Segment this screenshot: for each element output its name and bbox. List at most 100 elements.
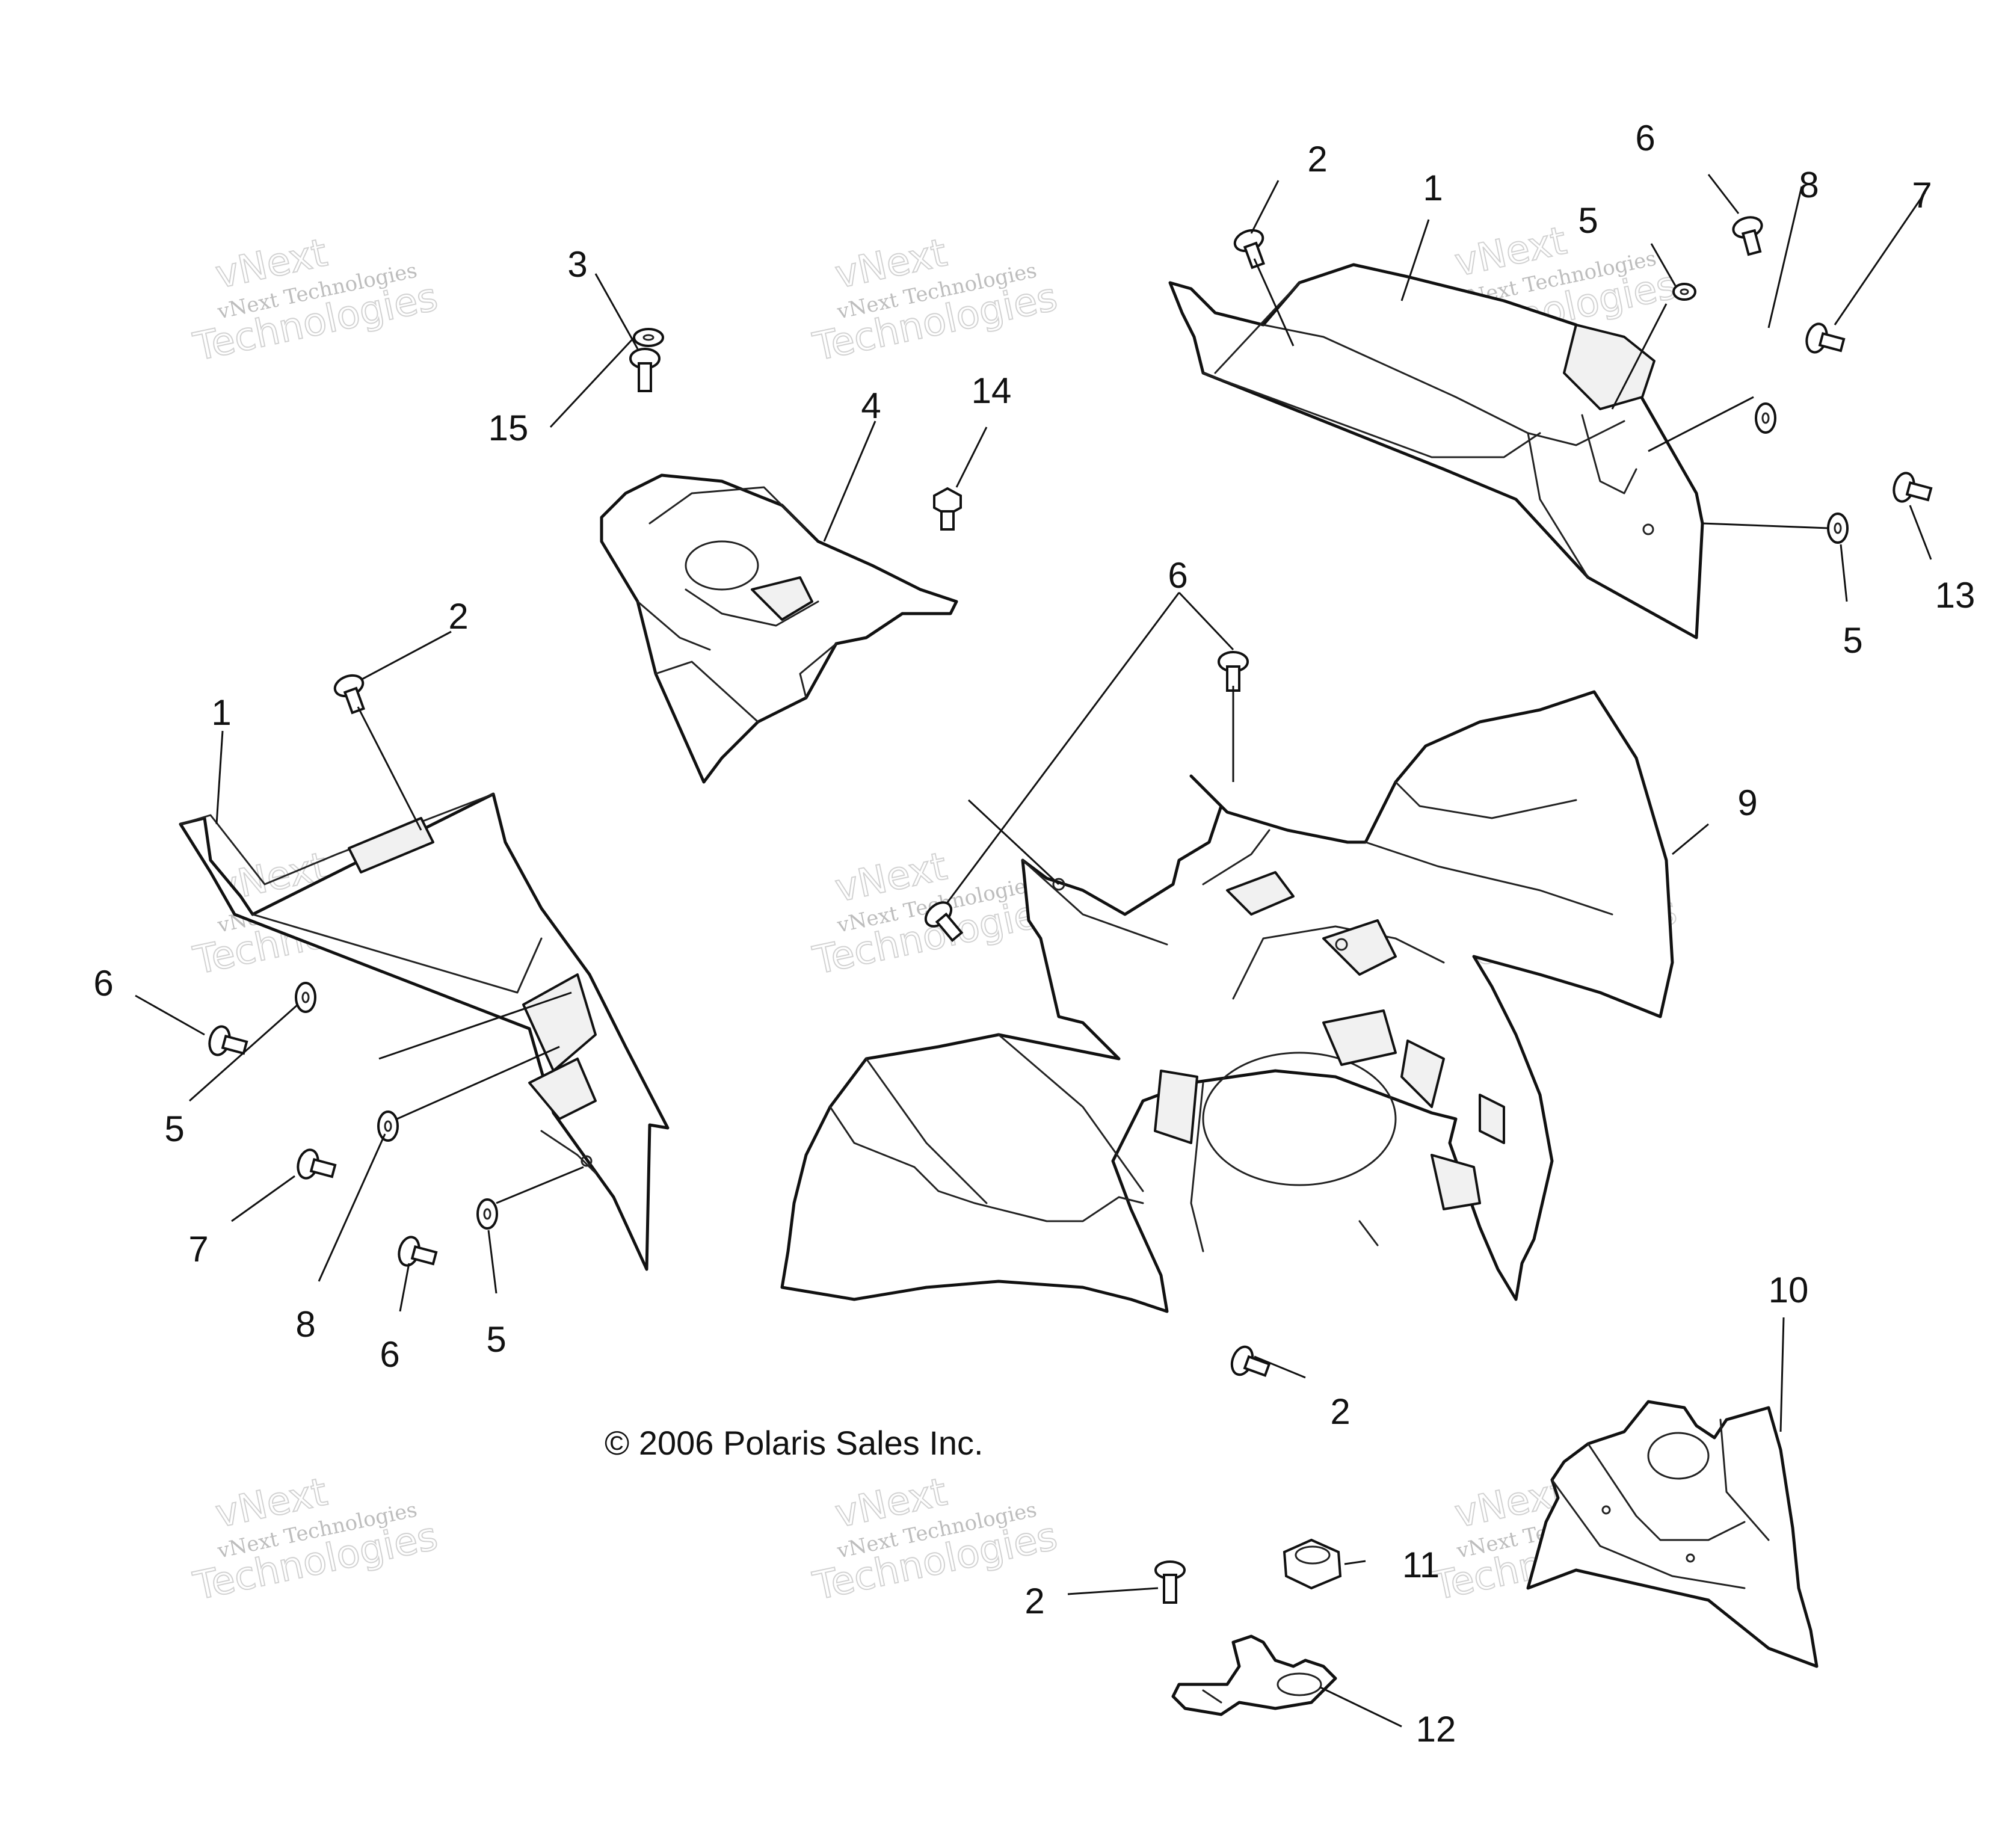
- part-4-headlight-pod: [600, 473, 958, 784]
- washer-icon: [633, 328, 664, 347]
- callout-number: 5: [1843, 620, 1862, 661]
- bolt-icon: [1230, 1345, 1271, 1378]
- washer-icon: [1755, 402, 1776, 434]
- callout-number: 14: [972, 371, 1012, 411]
- leader-line: [1254, 1355, 1306, 1379]
- washer-icon: [377, 1110, 399, 1142]
- callout-number: 13: [1935, 575, 1976, 615]
- washer-icon: [476, 1198, 498, 1230]
- leader-line: [1707, 174, 1740, 214]
- callout-number: 12: [1416, 1709, 1456, 1749]
- leader-line: [549, 336, 636, 428]
- leader-line: [1767, 186, 1803, 328]
- callout-number: 15: [488, 408, 529, 448]
- callout-number: 5: [486, 1319, 506, 1360]
- washer-icon: [1672, 283, 1696, 301]
- leader-line: [955, 427, 988, 488]
- callout-number: 5: [164, 1109, 184, 1149]
- callout-number: 5: [1578, 200, 1598, 241]
- leader-line: [1611, 303, 1668, 410]
- leader-line: [487, 1230, 497, 1294]
- part-1-left-side-panel: [179, 792, 670, 1271]
- bolt-icon: [333, 674, 366, 715]
- leader-line: [1178, 591, 1234, 651]
- bolt-icon: [297, 1148, 337, 1180]
- leader-line: [1650, 243, 1677, 286]
- callout-number: 6: [93, 963, 113, 1003]
- bolt-icon: [1805, 322, 1846, 354]
- leader-line: [215, 730, 224, 825]
- bolt-icon: [1154, 1560, 1186, 1604]
- bolt-icon: [1732, 216, 1763, 256]
- copyright-notice: © 2006 Polaris Sales Inc.: [605, 1424, 984, 1462]
- callout-number: 2: [1024, 1581, 1044, 1621]
- leader-line: [1779, 1317, 1785, 1432]
- part-9-front-cab: [780, 690, 1674, 1313]
- leader-line: [1250, 180, 1280, 234]
- leader-line: [1909, 505, 1932, 560]
- leader-line: [594, 273, 639, 350]
- callout-number: 9: [1737, 783, 1757, 823]
- leader-lines: [135, 174, 1932, 1728]
- leader-line: [396, 1046, 560, 1120]
- callout-number: 1: [211, 692, 231, 733]
- callout-number: 2: [1330, 1391, 1350, 1432]
- watermark: vNext vNext Technologies Technologies: [808, 1469, 1062, 1610]
- bolt-icon: [933, 487, 962, 531]
- watermark: vNext vNext Technologies Technologies: [808, 843, 1062, 984]
- part-1-right-side-panel: [1168, 263, 1704, 639]
- bolt-icon: [629, 348, 661, 392]
- leader-line: [1702, 522, 1829, 529]
- callout-number: 6: [1635, 118, 1655, 158]
- bolt-icon: [1233, 229, 1266, 270]
- callout-number: 8: [295, 1304, 315, 1344]
- watermark: vNext vNext Technologies Technologies: [808, 230, 1062, 371]
- leader-line: [1400, 219, 1430, 301]
- leader-line: [189, 1003, 298, 1102]
- callout-number: 7: [188, 1229, 208, 1269]
- leader-line: [1253, 258, 1295, 346]
- watermark: vNext vNext Technologies Technologies: [189, 1469, 442, 1610]
- leader-line: [318, 1133, 386, 1282]
- callout-number: 10: [1769, 1270, 1809, 1310]
- bolt-icon: [924, 901, 964, 943]
- callout-number: 3: [567, 244, 587, 285]
- leader-line: [1067, 1587, 1159, 1595]
- bolt-icon: [1218, 651, 1249, 692]
- leader-line: [496, 1166, 584, 1204]
- nut-icon: [1283, 1538, 1342, 1590]
- callout-number: 4: [861, 386, 881, 426]
- callout-number: 8: [1799, 165, 1819, 205]
- leader-line: [360, 630, 452, 681]
- bolt-icon: [208, 1025, 248, 1056]
- watermark: vNext vNext Technologies Technologies: [189, 230, 442, 371]
- part-12-bracket: [1171, 1634, 1337, 1716]
- leader-line: [1648, 396, 1754, 452]
- callout-number: 2: [1307, 139, 1327, 179]
- callout-number: 2: [448, 596, 468, 636]
- leader-line: [378, 991, 572, 1060]
- leader-line: [823, 420, 876, 542]
- callout-number: 7: [1912, 175, 1932, 215]
- callouts: 2 1 6 5 8 7 13 5 3 15 4 14 2 1 6 9 6 5 7…: [93, 118, 1975, 1749]
- bolt-icon: [1893, 472, 1933, 503]
- callout-number: 1: [1423, 168, 1443, 208]
- washer-icon: [1827, 513, 1849, 544]
- leader-line: [135, 994, 205, 1036]
- leader-line: [967, 799, 1060, 886]
- callout-number: 6: [380, 1334, 399, 1375]
- leader-line: [1834, 192, 1926, 325]
- leader-line: [1672, 823, 1709, 855]
- leader-line: [1320, 1686, 1402, 1728]
- callout-number: 11: [1402, 1545, 1440, 1585]
- leader-line: [946, 592, 1180, 903]
- leader-line: [231, 1175, 295, 1222]
- part-10-instrument-pod: [1526, 1400, 1819, 1668]
- leader-line: [399, 1263, 410, 1312]
- leader-line: [1344, 1560, 1366, 1565]
- bolt-icon: [398, 1236, 438, 1267]
- callout-number: 6: [1168, 555, 1187, 596]
- fasteners: [208, 216, 1933, 1604]
- washer-icon: [295, 982, 316, 1013]
